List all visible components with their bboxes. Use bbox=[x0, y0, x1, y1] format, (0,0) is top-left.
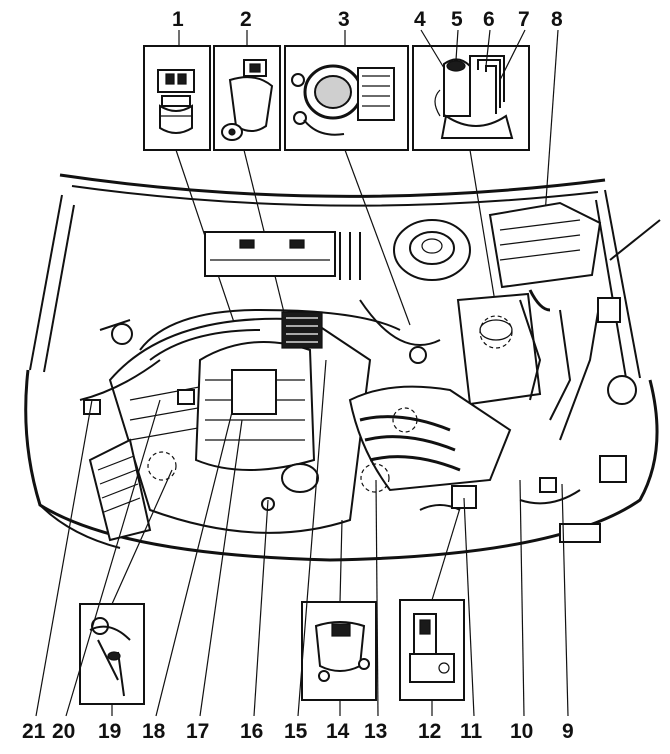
inset-2-sensor bbox=[213, 45, 281, 151]
radiator-left bbox=[88, 438, 152, 542]
battery-area bbox=[204, 231, 361, 280]
hoses-and-pipes bbox=[79, 219, 661, 511]
callout-15: 15 bbox=[284, 720, 308, 743]
callout-18: 18 bbox=[142, 720, 166, 743]
bottom-leader-lines bbox=[35, 359, 569, 717]
strut-tower bbox=[393, 219, 471, 281]
inset-3-throttle-body bbox=[284, 45, 409, 151]
callout-8: 8 bbox=[551, 8, 563, 31]
callout-2: 2 bbox=[240, 8, 252, 31]
callout-14: 14 bbox=[326, 720, 350, 743]
engine-block bbox=[108, 311, 372, 534]
inset-1-temperature-sender bbox=[143, 45, 211, 151]
inset-4-7-distributor-block bbox=[412, 45, 530, 151]
callout-17: 17 bbox=[186, 720, 209, 743]
callout-10: 10 bbox=[510, 720, 533, 743]
inset-14 bbox=[301, 601, 377, 701]
callout-6: 6 bbox=[483, 8, 495, 31]
callout-3: 3 bbox=[338, 8, 350, 31]
callout-20: 20 bbox=[52, 720, 75, 743]
callout-7: 7 bbox=[518, 8, 530, 31]
intake-manifold bbox=[147, 385, 512, 493]
callout-13: 13 bbox=[364, 720, 387, 743]
callout-12: 12 bbox=[418, 720, 441, 743]
air-filter-housing bbox=[488, 201, 602, 289]
callout-1: 1 bbox=[172, 8, 184, 31]
callout-21: 21 bbox=[22, 720, 46, 743]
engine-bay-outline bbox=[24, 173, 659, 562]
inset-12 bbox=[399, 599, 465, 701]
callout-5: 5 bbox=[451, 8, 463, 31]
coolant-reservoir bbox=[456, 292, 542, 406]
callout-9: 9 bbox=[562, 720, 574, 743]
callout-4: 4 bbox=[414, 8, 426, 31]
callout-numbers: 1 2 3 4 5 6 7 8 21 20 19 18 17 16 15 14 … bbox=[22, 8, 574, 743]
inset-19 bbox=[79, 603, 145, 705]
callout-19: 19 bbox=[98, 720, 121, 743]
callout-16: 16 bbox=[240, 720, 263, 743]
callout-11: 11 bbox=[460, 720, 483, 743]
